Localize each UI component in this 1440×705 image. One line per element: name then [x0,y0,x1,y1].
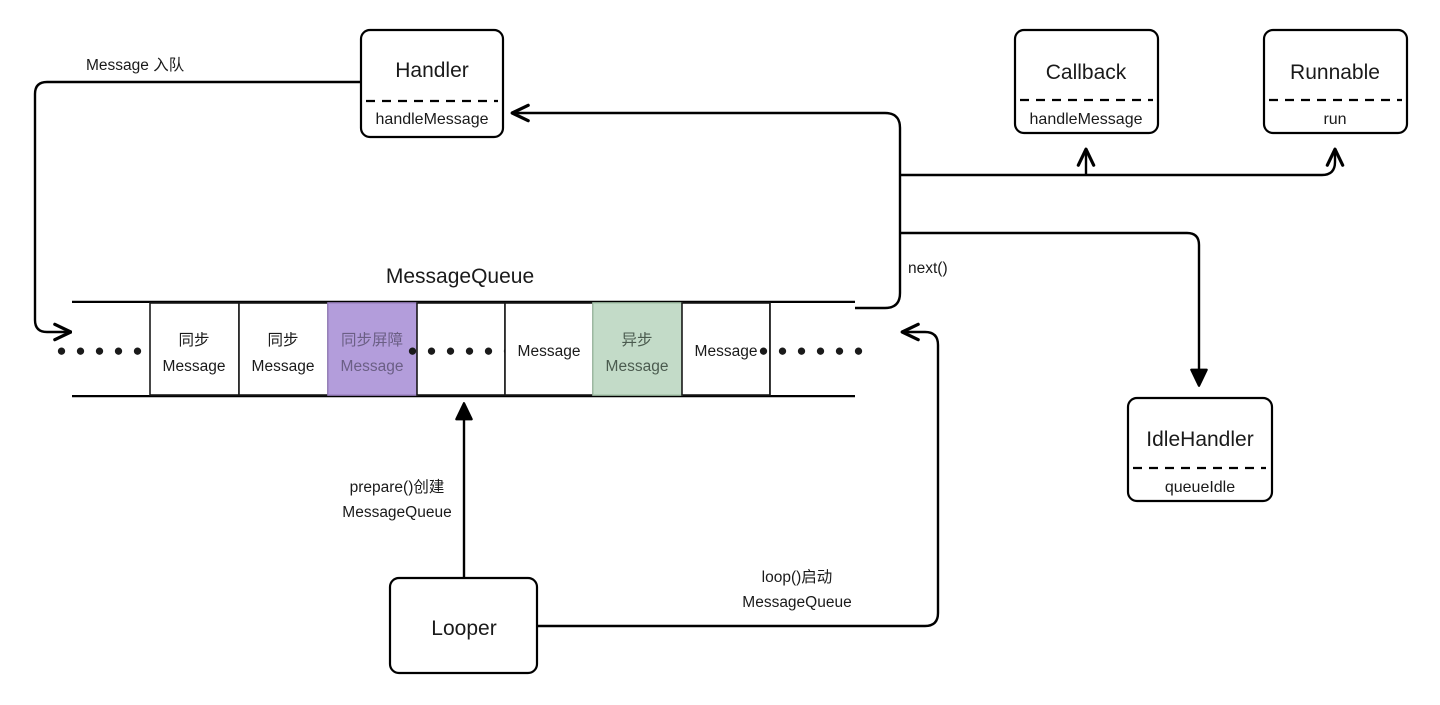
callback-method: handleMessage [1030,111,1143,128]
queue-cell-sync-1: 同步 Message [149,302,240,396]
queue-cell-dots: ● ● ● ● ● ● [407,341,514,360]
message-queue: MessageQueue ● ● ● ● ● ● 同步 Message 同步 M… [56,265,865,398]
box-looper[interactable]: Looper [388,576,539,675]
edge-loop-label-line1: loop()启动 [762,568,833,586]
edge-callback-runnable-branch [900,147,1345,177]
edge-dispatch-to-handler [510,103,902,310]
edge-enqueue-label: Message 入队 [86,56,185,74]
queue-cell-dots: ● ● ● ● ● ● [758,341,865,360]
edge-enqueue: Message 入队 [33,56,361,342]
handler-method: handleMessage [376,111,489,128]
idle-handler-method: queueIdle [1165,479,1235,496]
callback-title: Callback [1046,61,1127,84]
queue-cell-ellipsis-mid: ● ● ● ● ● ● [407,302,514,396]
queue-cell-line2: Message [252,358,315,375]
queue-cell-line2: Message [163,358,226,375]
runnable-method: run [1323,111,1346,128]
box-handler[interactable]: Handler handleMessage [359,28,505,139]
handler-title: Handler [395,59,469,82]
edge-loop-label-line2: MessageQueue [742,594,851,611]
queue-cell-sync-2: 同步 Message [238,302,329,396]
queue-cell-dots: ● ● ● ● ● ● [56,341,163,360]
runnable-title: Runnable [1290,61,1380,84]
queue-cell-async: 异步 Message [592,302,683,396]
callback-box-shape[interactable] [1013,28,1160,135]
edge-next-to-idlehandler: next() [900,231,1208,387]
queue-cell-line1: 同步 [178,331,209,349]
idle-handler-title: IdleHandler [1146,428,1253,451]
queue-cell-ellipsis-left: ● ● ● ● ● ● [56,303,163,395]
queue-cell-ellipsis-right: ● ● ● ● ● ● [758,303,865,395]
edge-prepare: prepare()创建 MessageQueue [342,402,473,578]
box-idle-handler[interactable]: IdleHandler queueIdle [1126,396,1274,503]
edge-prepare-label-line2: MessageQueue [342,504,451,521]
idle-handler-box-shape[interactable] [1126,396,1274,503]
looper-box-shape[interactable] [388,576,539,675]
handler-box-shape[interactable] [359,28,505,139]
edge-loop: loop()启动 MessageQueue [537,322,940,628]
queue-cell-sync-barrier: 同步屏障 Message [327,302,418,396]
box-runnable[interactable]: Runnable run [1262,28,1409,135]
queue-cell-line1: 同步屏障 [341,331,403,349]
looper-title: Looper [431,617,496,640]
queue-cell-message-2: Message [681,302,771,396]
edge-next-label: next() [908,260,948,277]
queue-cell-line2: Message [695,343,758,360]
queue-cell-line2: Message [341,358,404,375]
box-callback[interactable]: Callback handleMessage [1013,28,1160,135]
runnable-box-shape[interactable] [1262,28,1409,135]
queue-cell-message-1: Message [504,302,594,396]
queue-cell-line2: Message [518,343,581,360]
message-queue-title: MessageQueue [386,265,534,288]
queue-cell-line2: Message [606,358,669,375]
queue-cell-line1: 异步 [621,331,652,349]
edge-prepare-label-line1: prepare()创建 [350,478,445,496]
queue-cell-line1: 同步 [267,331,298,349]
